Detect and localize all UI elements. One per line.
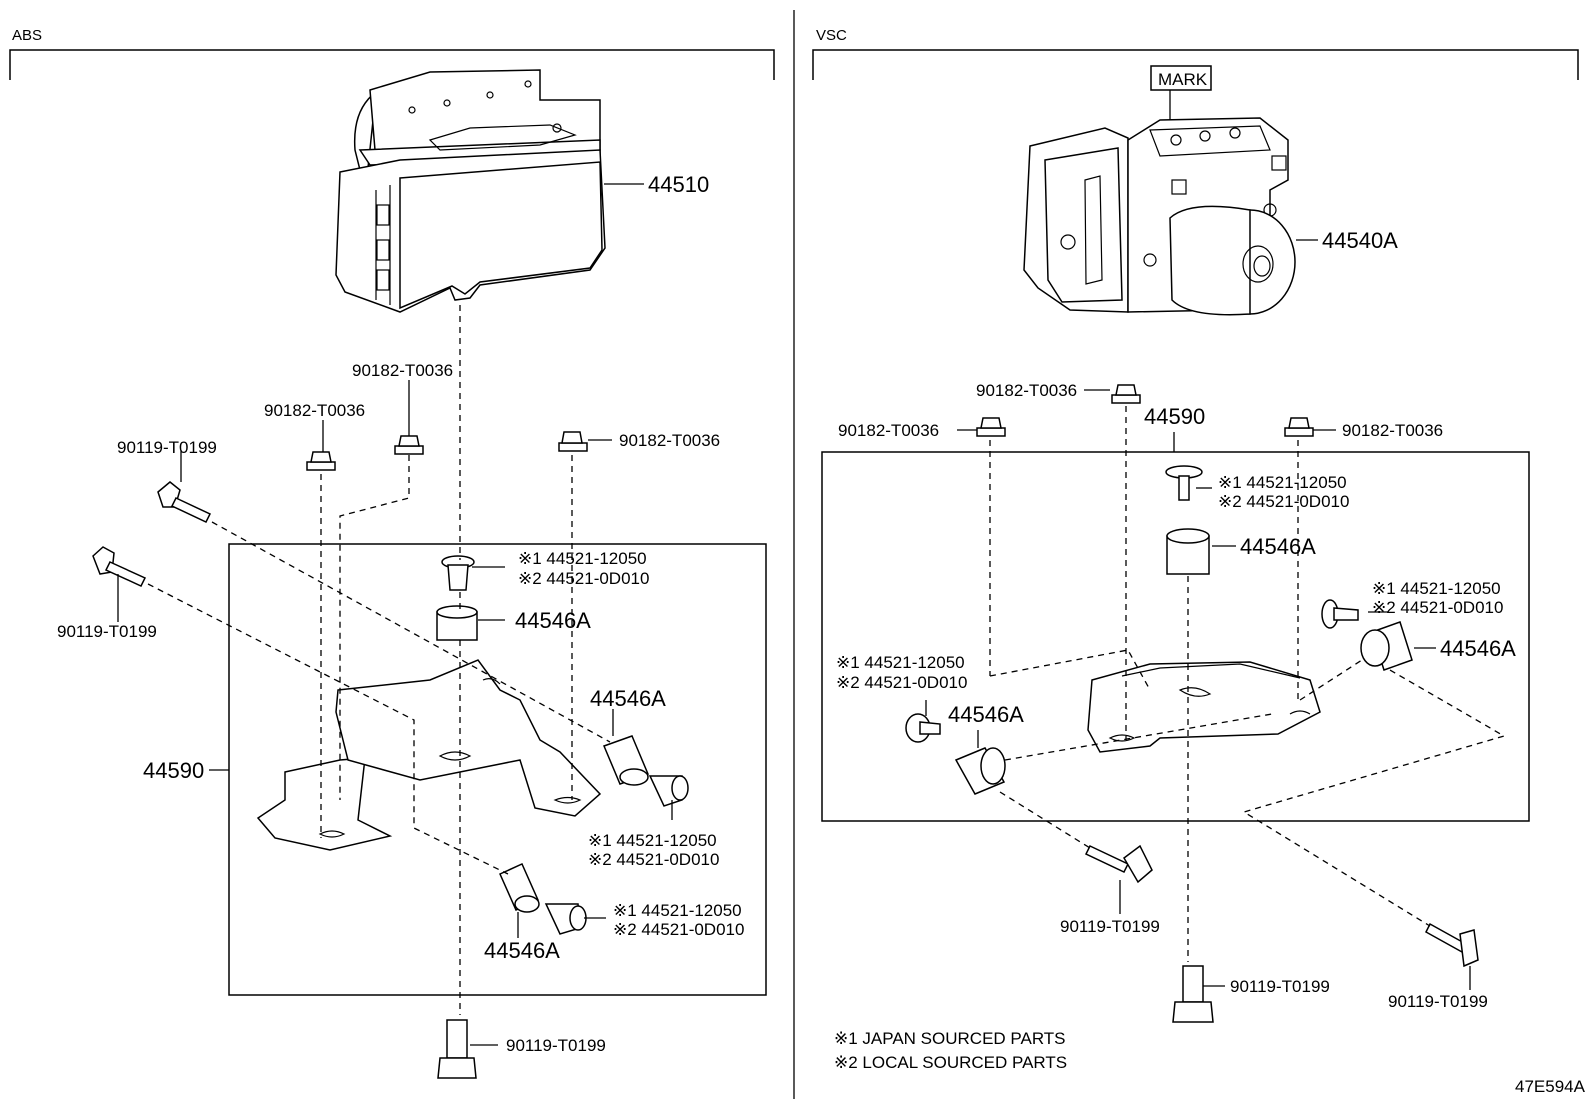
abs-section-title: ABS bbox=[12, 27, 42, 44]
abs-cushion-low-label: 44546A bbox=[484, 938, 560, 963]
vsc-actuator-label: 44540A bbox=[1322, 228, 1398, 253]
vsc-collar-top-1: ※1 44521-12050 bbox=[1218, 473, 1347, 492]
abs-collar-low-1: ※1 44521-12050 bbox=[613, 901, 742, 920]
vsc-mark-label: MARK bbox=[1158, 70, 1208, 89]
abs-actuator-label: 44510 bbox=[648, 172, 709, 197]
abs-nut-a bbox=[306, 451, 336, 471]
vsc-bolt-left bbox=[1084, 844, 1153, 884]
vsc-cushion-top bbox=[1166, 528, 1210, 575]
vsc-nut-left bbox=[976, 417, 1006, 437]
vsc-bolt-center-label: 90119-T0199 bbox=[1230, 977, 1330, 996]
vsc-cushion-top-label: 44546A bbox=[1240, 534, 1316, 559]
vsc-nut-right-label: 90182-T0036 bbox=[1342, 421, 1443, 440]
abs-collar-top-2: ※2 44521-0D010 bbox=[518, 569, 649, 588]
vsc-group-box bbox=[821, 451, 1530, 822]
abs-cushion-top-label: 44546A bbox=[515, 608, 591, 633]
vsc-bolt-center bbox=[1172, 965, 1214, 1023]
abs-bracket-label: 44590 bbox=[143, 758, 204, 783]
abs-nut-c bbox=[558, 431, 588, 452]
vsc-cushion-right-label: 44546A bbox=[1440, 636, 1516, 661]
vsc-bolt-left-label: 90119-T0199 bbox=[1060, 917, 1160, 936]
vsc-leader-lines bbox=[925, 239, 1506, 990]
vsc-hardware bbox=[905, 384, 1479, 1023]
vsc-nut-center bbox=[1111, 384, 1141, 404]
abs-bolt-a-label: 90119-T0199 bbox=[117, 438, 217, 457]
abs-collar-low bbox=[544, 903, 587, 935]
abs-cushion-top bbox=[436, 605, 478, 641]
text-labels: ABS VSC 44510 90182-T0036 90182-T0036 90… bbox=[12, 27, 1586, 1096]
abs-bolt-b bbox=[92, 546, 147, 587]
vsc-bolt-right-label: 90119-T0199 bbox=[1388, 992, 1488, 1011]
vsc-bracket-label: 44590 bbox=[1144, 404, 1205, 429]
abs-collar-right-1: ※1 44521-12050 bbox=[588, 831, 717, 850]
vsc-section-title: VSC bbox=[816, 27, 847, 44]
vsc-collar-top-2: ※2 44521-0D010 bbox=[1218, 492, 1349, 511]
abs-bracket-illustration bbox=[256, 659, 602, 851]
abs-bolt-bottom-label: 90119-T0199 bbox=[506, 1036, 606, 1055]
abs-bolt-bottom bbox=[437, 1019, 477, 1079]
abs-collar-right bbox=[648, 775, 689, 807]
abs-collar-low-2: ※2 44521-0D010 bbox=[613, 920, 744, 939]
abs-actuator-illustration bbox=[335, 69, 606, 313]
abs-collar-right-2: ※2 44521-0D010 bbox=[588, 850, 719, 869]
vsc-cushion-left bbox=[954, 747, 1006, 795]
vsc-collar-left-1: ※1 44521-12050 bbox=[836, 653, 965, 672]
vsc-collar-right-1: ※1 44521-12050 bbox=[1372, 579, 1501, 598]
vsc-bracket-illustration bbox=[1087, 661, 1321, 753]
vsc-collar-right bbox=[1321, 599, 1359, 629]
vsc-cushion-left-label: 44546A bbox=[948, 702, 1024, 727]
vsc-cushion-right bbox=[1360, 621, 1413, 671]
abs-hardware bbox=[92, 431, 689, 1079]
abs-collar-top-1: ※1 44521-12050 bbox=[518, 549, 647, 568]
vsc-nut-left-label: 90182-T0036 bbox=[838, 421, 939, 440]
vsc-collar-top bbox=[1165, 465, 1203, 501]
vsc-nut-center-label: 90182-T0036 bbox=[976, 381, 1077, 400]
abs-nut-b-label: 90182-T0036 bbox=[352, 361, 453, 380]
abs-nut-b bbox=[394, 435, 424, 455]
abs-cushion-right bbox=[603, 735, 649, 786]
abs-collar-top bbox=[441, 555, 475, 591]
abs-cushion-right-label: 44546A bbox=[590, 686, 666, 711]
abs-nut-c-label: 90182-T0036 bbox=[619, 431, 720, 450]
abs-nut-a-label: 90182-T0036 bbox=[264, 401, 365, 420]
note-japan-sourced: ※1 JAPAN SOURCED PARTS bbox=[834, 1029, 1066, 1048]
vsc-actuator-illustration bbox=[1023, 65, 1296, 316]
vsc-bracket-frame bbox=[812, 49, 1579, 80]
abs-leader-lines bbox=[117, 183, 673, 1046]
abs-bolt-b-label: 90119-T0199 bbox=[57, 622, 157, 641]
section-frames bbox=[9, 10, 1579, 1099]
vsc-collar-right-2: ※2 44521-0D010 bbox=[1372, 598, 1503, 617]
diagram-id: 47E594A bbox=[1515, 1077, 1586, 1096]
vsc-nut-right bbox=[1284, 417, 1314, 437]
abs-cushion-low bbox=[499, 863, 540, 913]
abs-bracket-frame bbox=[9, 49, 775, 80]
vsc-collar-left-2: ※2 44521-0D010 bbox=[836, 673, 967, 692]
vsc-collar-left bbox=[905, 713, 941, 743]
note-local-sourced: ※2 LOCAL SOURCED PARTS bbox=[834, 1053, 1067, 1072]
vsc-bolt-right bbox=[1425, 922, 1479, 968]
abs-bolt-a bbox=[157, 481, 212, 523]
